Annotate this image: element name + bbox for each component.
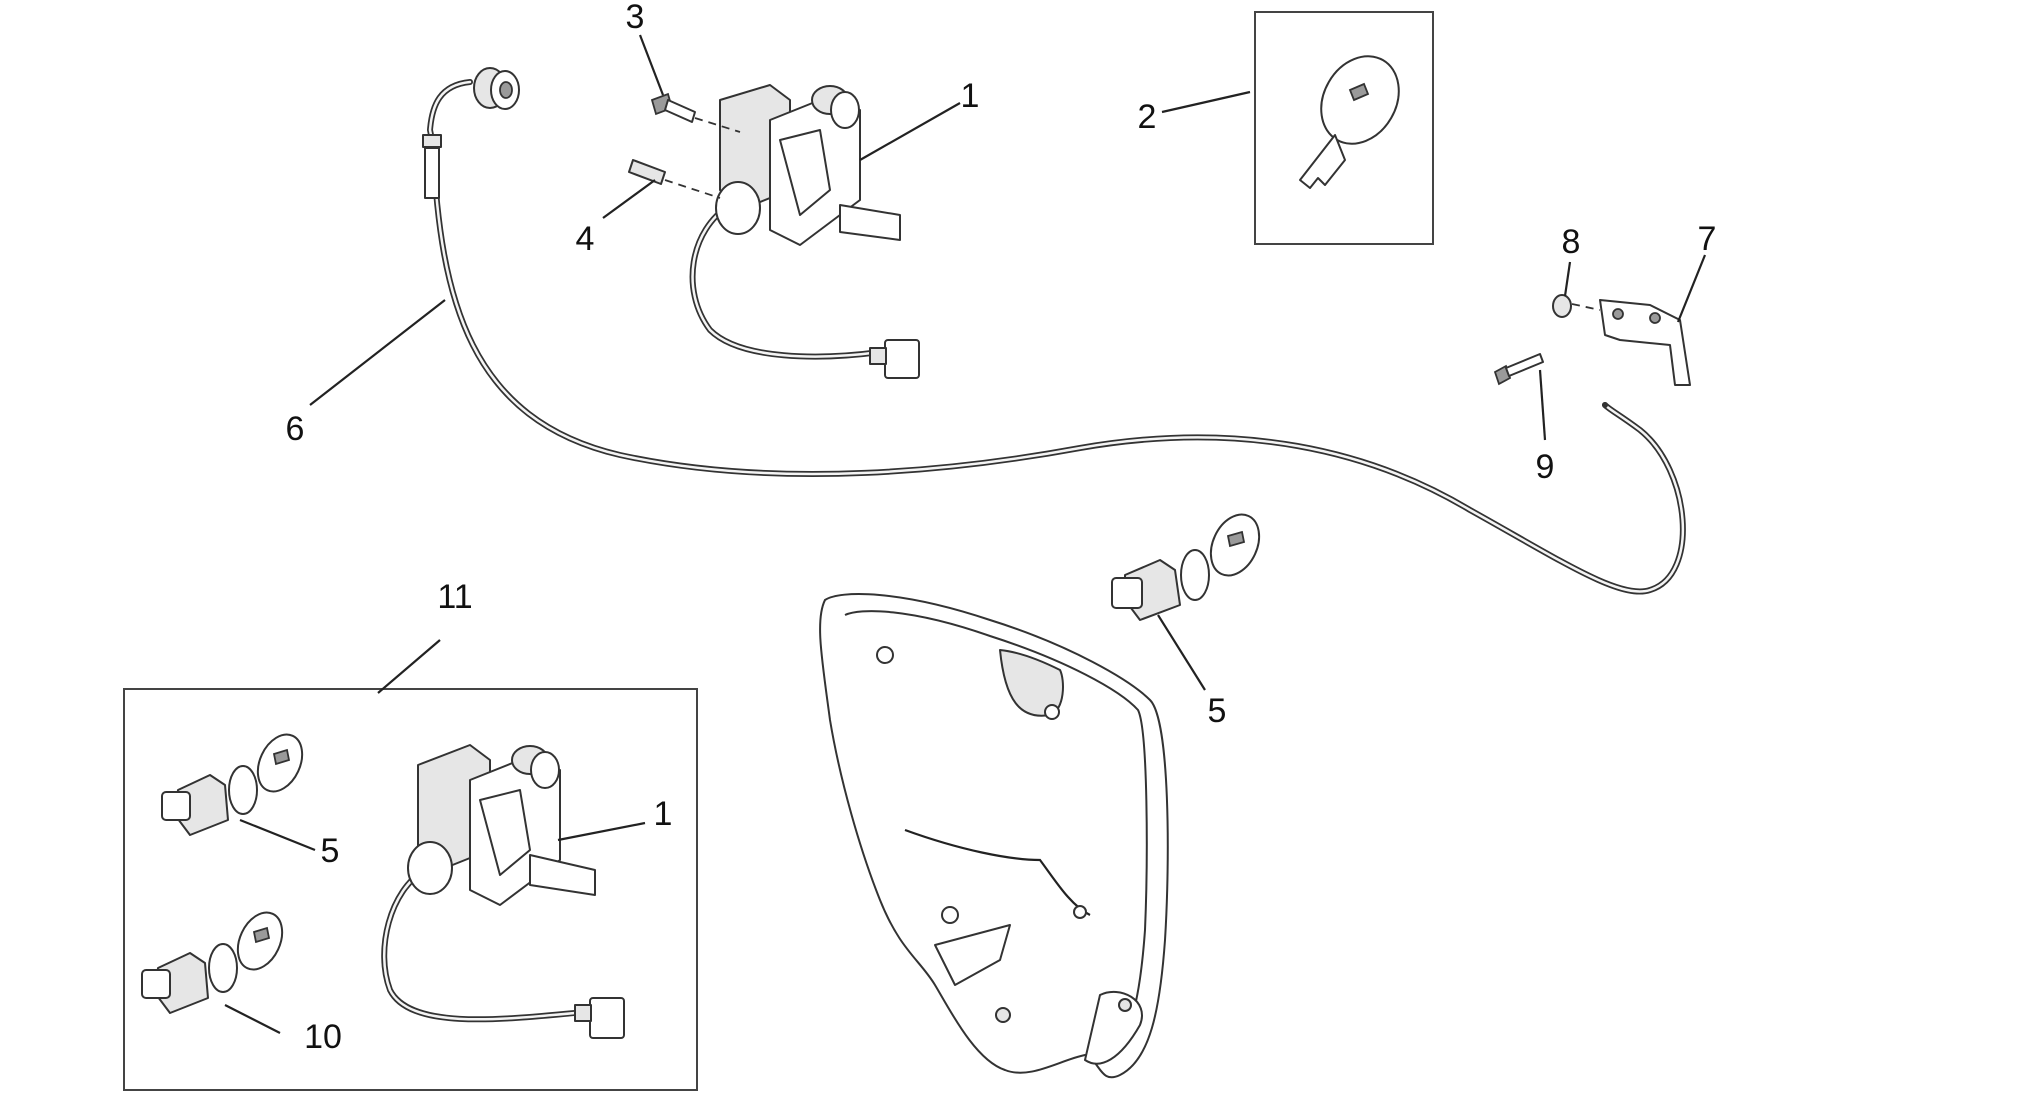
callout-8: 8 — [1562, 223, 1581, 261]
key-box-frame — [1254, 11, 1434, 245]
bracket-part-7 — [1599, 299, 1691, 386]
stud-part-4 — [628, 159, 721, 199]
kit-lock-cylinder-5 — [161, 733, 304, 836]
callout-6: 6 — [286, 410, 305, 448]
callout-9: 9 — [1536, 448, 1555, 486]
callout-2: 2 — [1138, 98, 1157, 136]
callout-5-kit: 5 — [321, 832, 340, 870]
callout-5-right: 5 — [1208, 692, 1227, 730]
callout-10: 10 — [304, 1018, 342, 1056]
callout-labels: 1 2 3 4 6 7 8 9 5 11 5 1 10 — [286, 0, 1717, 1056]
screw-part-3 — [650, 92, 741, 133]
lock-cable-boot — [715, 181, 761, 235]
callout-1-kit: 1 — [654, 795, 673, 833]
callout-7: 7 — [1698, 220, 1717, 258]
leader-lines — [224, 34, 1707, 1034]
callout-11: 11 — [437, 578, 472, 616]
kit-box-frame — [123, 688, 698, 1091]
callout-3: 3 — [626, 0, 645, 36]
lock-rod — [839, 204, 901, 241]
cable-part-6 — [422, 67, 1686, 595]
callout-4: 4 — [576, 220, 595, 258]
bush-part-8 — [1552, 294, 1601, 318]
cable-sleeve — [424, 147, 440, 199]
key-part-2 — [1299, 55, 1400, 189]
lock-cylinder-right — [1111, 513, 1261, 621]
cable-ferrule — [422, 134, 442, 148]
lock-assembly-top — [689, 84, 920, 379]
kit-lock-assembly-1 — [381, 744, 625, 1039]
screw-part-9 — [1493, 353, 1544, 386]
cable-end-tip — [1602, 402, 1608, 408]
kit-lock-cylinder-10 — [141, 911, 284, 1014]
inner-panel — [819, 593, 1169, 1079]
lock-connector — [884, 339, 920, 379]
callout-1-top: 1 — [961, 77, 980, 115]
